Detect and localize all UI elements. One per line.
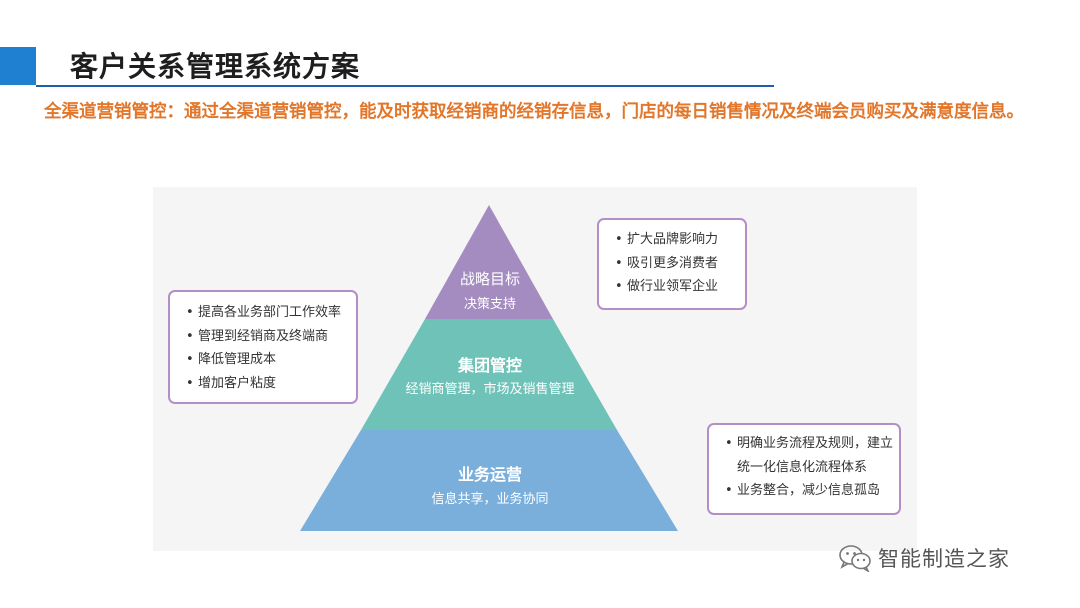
list-item: 明确业务流程及规则，建立统一化信息化流程体系 [725,432,899,479]
tier-middle-title: 集团管控 [457,356,522,375]
watermark-text: 智能制造之家 [878,547,1010,571]
tier-middle-subtitle: 经销商管理，市场及销售管理 [405,382,575,397]
list-item: 提高各业务部门工作效率 [186,301,356,325]
list-item: 业务整合，减少信息孤岛 [725,479,899,503]
tier-bottom-title: 业务运营 [457,465,522,484]
pyramid-tier-middle [361,319,617,430]
tier-bottom-subtitle: 信息共享，业务协同 [431,492,549,507]
pyramid-tier-top [425,205,553,319]
left-benefits-box: 提高各业务部门工作效率 管理到经销商及终端商 降低管理成本 增加客户粘度 [168,290,358,404]
page-title: 客户关系管理系统方案 [70,50,361,83]
tier-top-subtitle: 决策支持 [463,297,516,312]
wechat-icon [839,545,871,572]
list-item: 增加客户粘度 [186,372,356,396]
watermark: 智能制造之家 [838,540,1010,576]
list-item: 降低管理成本 [186,348,356,372]
top-right-goals-box: 扩大品牌影响力 吸引更多消费者 做行业领军企业 [597,218,747,310]
bottom-right-operations-box: 明确业务流程及规则，建立统一化信息化流程体系 业务整合，减少信息孤岛 [707,423,901,515]
list-item: 扩大品牌影响力 [615,228,745,252]
list-item: 管理到经销商及终端商 [186,325,356,349]
title-underline [36,85,774,87]
tier-top-title: 战略目标 [459,270,520,288]
pyramid-tier-bottom [300,430,678,531]
intro-text: 全渠道营销管控：通过全渠道营销管控，能及时获取经销商的经销存信息，门店的每日销售… [44,102,1024,122]
title-accent-block [0,47,36,85]
list-item: 吸引更多消费者 [615,252,745,276]
list-item: 做行业领军企业 [615,275,745,299]
